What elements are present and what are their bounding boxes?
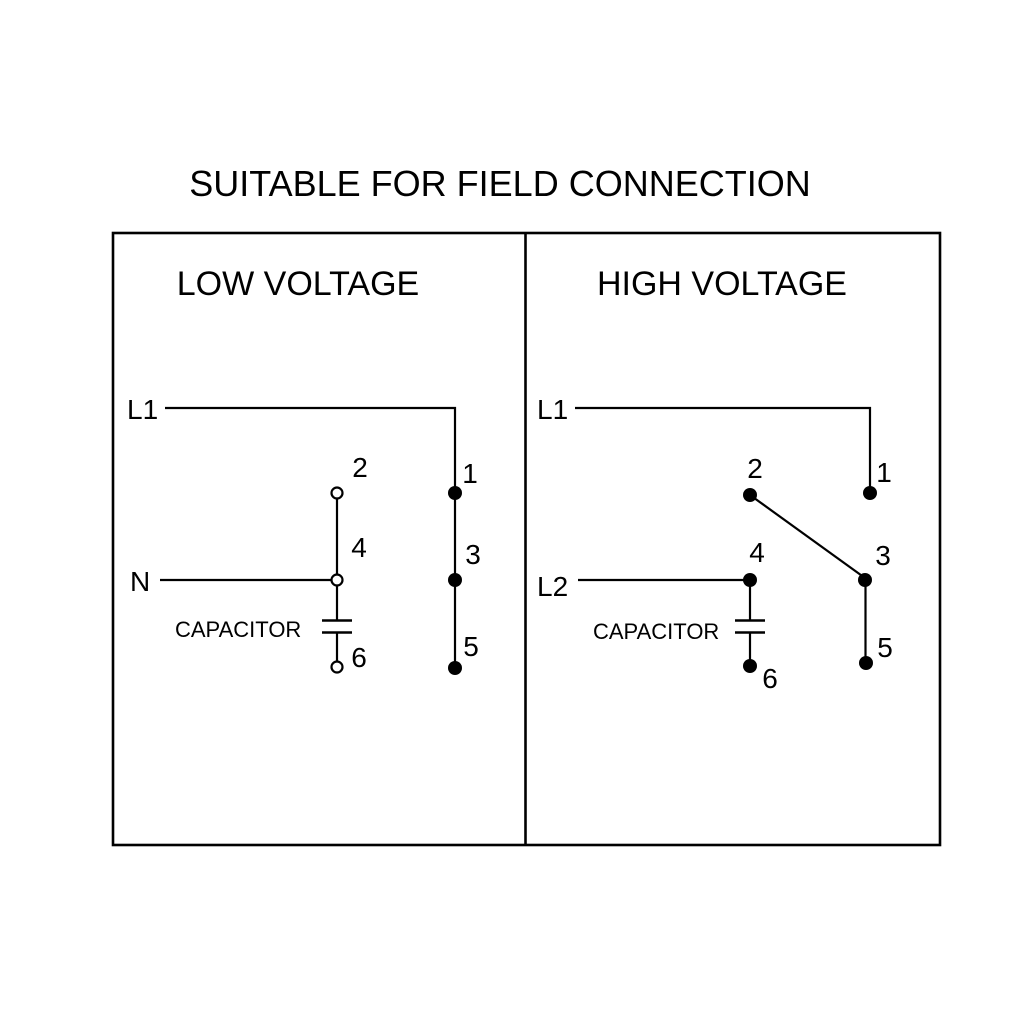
low-voltage-heading: LOW VOLTAGE (177, 265, 419, 303)
lv-terminal-5-dot (448, 661, 462, 675)
lv-l1-wire (165, 406, 457, 493)
hv-l2-label: L2 (537, 571, 568, 602)
lv-terminal-5-label: 5 (463, 631, 479, 662)
hv-terminal-5-label: 5 (877, 632, 893, 663)
hv-terminal-6-dot (743, 659, 757, 673)
hv-capacitor-label: CAPACITOR (593, 619, 719, 644)
lv-neutral-label: N (130, 566, 150, 597)
lv-terminal-3-label: 3 (465, 539, 481, 570)
hv-terminal-4-dot (743, 573, 757, 587)
diagram-title: SUITABLE FOR FIELD CONNECTION (189, 163, 810, 204)
hv-terminal-4-label: 4 (749, 537, 765, 568)
lv-terminal-6-label: 6 (351, 642, 367, 673)
high-voltage-panel: HIGH VOLTAGE L1 L2 2 1 4 3 5 6 (537, 265, 893, 694)
lv-terminal-4-label: 4 (351, 532, 367, 563)
hv-l1-wire (575, 406, 872, 493)
low-voltage-panel: LOW VOLTAGE L1 N 2 1 4 3 5 6 (127, 265, 481, 675)
hv-l1-label: L1 (537, 394, 568, 425)
lv-l1-label: L1 (127, 394, 158, 425)
lv-terminal-3-dot (448, 573, 462, 587)
hv-jumper-2-3 (749, 494, 866, 579)
lv-terminal-1-dot (448, 486, 462, 500)
hv-terminal-3-label: 3 (875, 540, 891, 571)
lv-terminal-2-dot (330, 486, 344, 500)
lv-terminal-2-label: 2 (352, 452, 368, 483)
hv-terminal-6-label: 6 (762, 663, 778, 694)
hv-terminal-2-label: 2 (747, 453, 763, 484)
hv-terminal-1-dot (863, 486, 877, 500)
hv-terminal-2-dot (743, 488, 757, 502)
lv-capacitor-label: CAPACITOR (175, 617, 301, 642)
high-voltage-heading: HIGH VOLTAGE (597, 265, 847, 303)
lv-terminal-1-label: 1 (462, 458, 478, 489)
lv-terminal-6-dot (330, 660, 344, 674)
lv-terminal-4-dot (330, 573, 344, 587)
hv-terminal-1-label: 1 (876, 457, 892, 488)
hv-terminal-5-dot (859, 656, 873, 670)
hv-terminal-3-dot (858, 573, 872, 587)
